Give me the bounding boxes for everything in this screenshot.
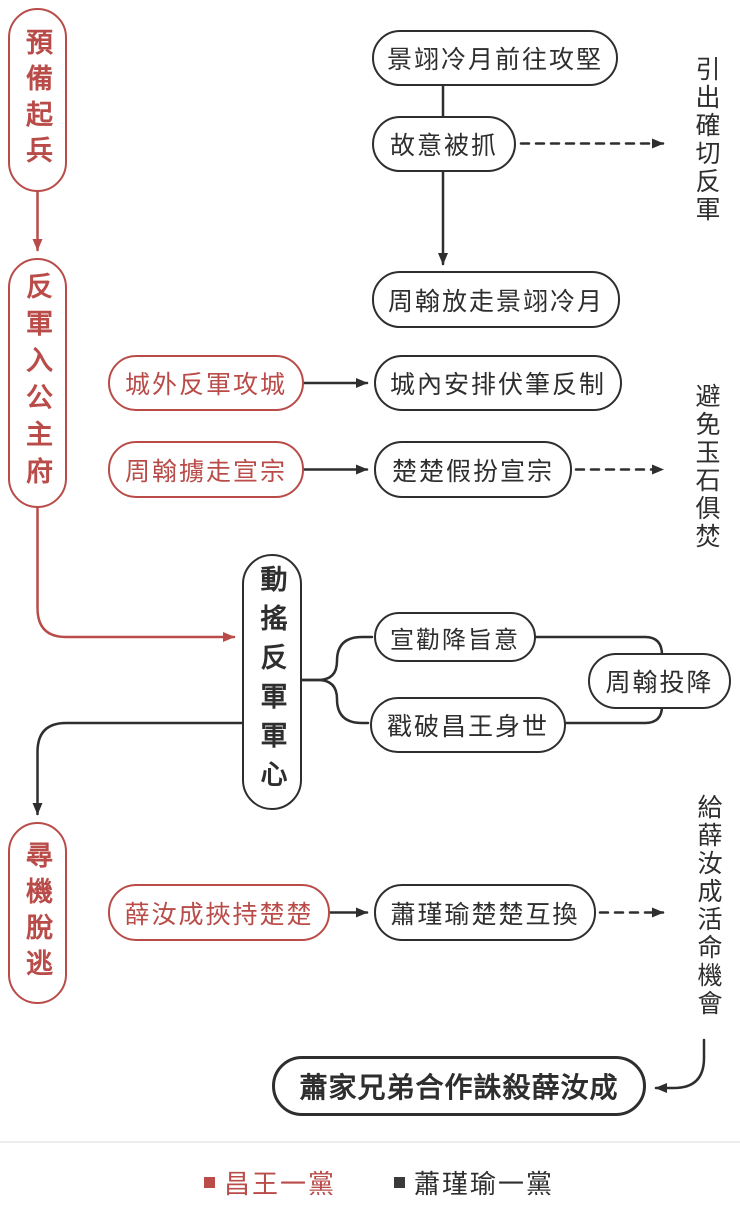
legend-label: 昌王一黨 [224, 1169, 337, 1199]
arrow-chance-finale [654, 1038, 706, 1093]
arrow-stage2-pivot [36, 506, 236, 642]
node-zhouhan-releases-jingyi: 周翰放走景翊冷月 [372, 271, 620, 328]
annotation-avoid-mutual-destruction: 避免玉石俱焚 [692, 383, 720, 551]
stage-pill-seek-escape: 尋機脫逃 [8, 822, 67, 1004]
arrow-pivot-stage3 [32, 721, 245, 816]
node-zhouhan-surrenders: 周翰投降 [588, 653, 731, 709]
line-edict-surrender [534, 635, 664, 657]
legend: 昌王一黨 蕭瑾瑜一黨 [0, 1160, 740, 1204]
legend-label: 蕭瑾瑜一黨 [414, 1169, 555, 1199]
stage-pill-prepare-troops: 預備起兵 [8, 8, 67, 192]
node-chuchu-disguises-xuanzong: 楚楚假扮宣宗 [374, 441, 572, 498]
legend-item-changwang-faction: 昌王一黨 [204, 1164, 336, 1201]
node-expose-changwang-origin: 戳破昌王身世 [370, 697, 566, 753]
node-deliberately-captured: 故意被抓 [372, 116, 516, 172]
node-rebels-attack-city: 城外反軍攻城 [108, 355, 304, 411]
node-jingyi-lengyue-assault: 景翊冷月前往攻堅 [372, 30, 618, 86]
legend-swatch-black-square [394, 1177, 405, 1188]
node-zhouhan-abducts-xuanzong: 周翰擄走宣宗 [108, 441, 304, 498]
legend-swatch-red-square [204, 1177, 215, 1188]
annotation-give-xueru-cheng-chance: 給薛汝成活命機會 [694, 794, 722, 1018]
node-xiao-brothers-kill-xueru-cheng: 蕭家兄弟合作誅殺薛汝成 [272, 1056, 646, 1116]
line-pivot-edict [300, 635, 374, 682]
line-expose-surrender [564, 704, 664, 725]
pivot-pill-shake-rebel-morale: 動搖反軍軍心 [242, 554, 302, 810]
stage-pill-rebels-enter-mansion: 反軍入公主府 [8, 258, 67, 508]
node-city-ambush-counter: 城內安排伏筆反制 [374, 355, 622, 411]
node-xiaojinyu-chuchu-swap: 蕭瑾瑜楚楚互換 [374, 884, 596, 941]
node-xueru-cheng-takes-hostage: 薛汝成挾持楚楚 [108, 884, 330, 941]
line-pivot-expose [300, 678, 370, 725]
legend-item-xiaojinyu-faction: 蕭瑾瑜一黨 [394, 1164, 554, 1201]
legend-divider [0, 1141, 740, 1143]
annotation-lure-out-rebels: 引出確切反軍 [692, 56, 720, 224]
node-proclaim-surrender-edict: 宣勸降旨意 [374, 612, 536, 662]
